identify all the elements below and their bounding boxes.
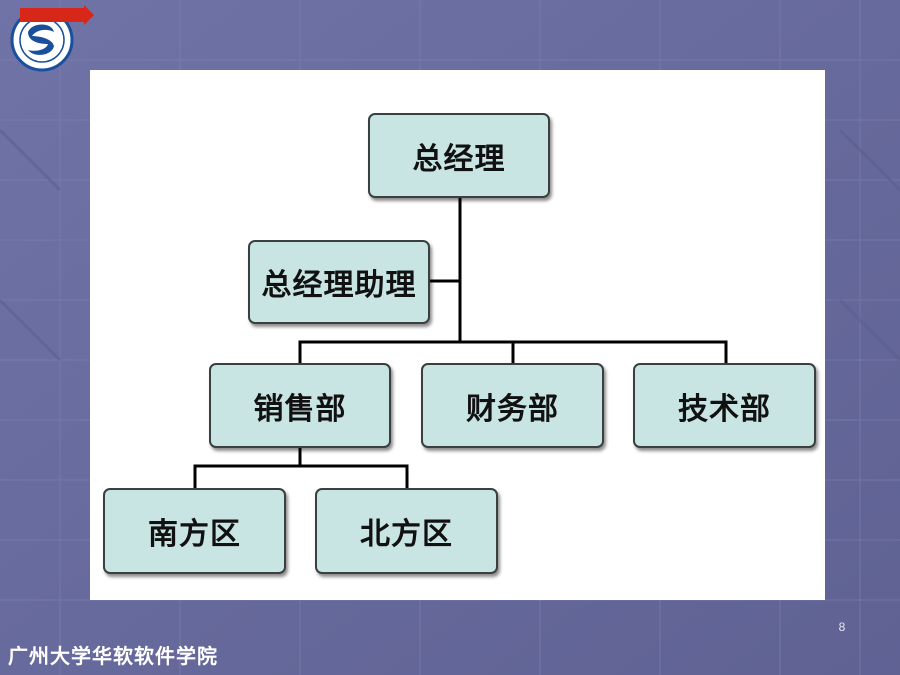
node-tech-dept: 技术部 — [633, 363, 816, 448]
node-finance-dept: 财务部 — [421, 363, 604, 448]
org-chart-card: 总经理 总经理助理 销售部 财务部 技术部 南方区 北方区 — [90, 70, 825, 600]
school-logo — [10, 5, 94, 72]
node-sales-dept: 销售部 — [209, 363, 391, 448]
node-general-manager: 总经理 — [368, 113, 550, 198]
org-chart-connectors — [193, 196, 728, 490]
school-emblem-icon — [10, 5, 94, 72]
node-south-region: 南方区 — [103, 488, 286, 574]
footer-institution: 广州大学华软软件学院 — [8, 644, 218, 668]
node-north-region: 北方区 — [315, 488, 498, 574]
node-assistant-gm: 总经理助理 — [248, 240, 430, 324]
page-number: 8 — [838, 620, 846, 634]
